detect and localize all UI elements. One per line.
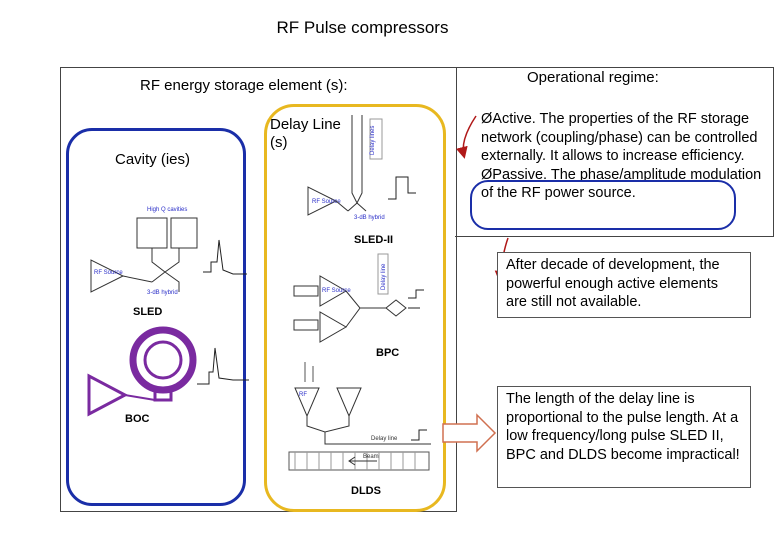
page-title: RF Pulse compressors <box>276 18 449 37</box>
dlds-label: DLDS <box>351 485 381 497</box>
storage-element-label: RF energy storage element (s): <box>140 77 348 94</box>
dlds-line-label: Delay line <box>371 436 398 442</box>
sled2-rf-source <box>307 186 338 216</box>
sled2-schematic: Delay lines RF Source 3-dB hybrid SLED-I… <box>307 115 416 245</box>
hollow-arrow <box>442 413 497 453</box>
regime-description: ØActive. The properties of the RF storag… <box>481 111 762 201</box>
sled-label: SLED <box>133 306 162 318</box>
delay-line-outline <box>264 104 446 512</box>
sled-rf-label: RF Source <box>94 270 123 276</box>
dlds-rf-label: RF <box>299 392 307 398</box>
bpc-rf-label: RF Source <box>322 288 351 294</box>
sled2-rf-label: RF Source <box>312 199 341 205</box>
bpc-line-label: Delay line <box>381 263 387 290</box>
cavity-outline <box>66 128 246 506</box>
delay-line-label: Delay Line (s) <box>270 116 341 151</box>
bpc-label: BPC <box>376 347 399 359</box>
dlds-schematic: RF Delay line Beam DLDS <box>288 362 431 497</box>
delay-length-note: The length of the delay line is proporti… <box>497 386 751 488</box>
active-elements-note: After decade of development, the powerfu… <box>497 252 751 318</box>
bpc-rf-source-2 <box>319 311 348 343</box>
regime-frame <box>455 67 774 237</box>
sled-cavity-1 <box>136 217 168 249</box>
passive-highlight-outline <box>470 180 736 230</box>
boc-ring-outer <box>129 326 197 394</box>
boc-label: BOC <box>125 413 150 425</box>
boc-rf-source <box>87 373 129 417</box>
dlds-rf-source-1 <box>294 387 320 418</box>
dlds-rf-source-2 <box>336 387 362 418</box>
sled2-hybrid-label: 3-dB hybrid <box>354 215 385 221</box>
cavity-label: Cavity (ies) <box>115 151 191 168</box>
boc-schematic: BOC <box>87 326 249 425</box>
sled-q-label: High Q cavities <box>147 207 187 213</box>
bpc-rf-source-1 <box>319 275 348 307</box>
boc-ring-inner <box>143 340 183 380</box>
bpc-schematic: Delay line RF Source BPC <box>293 253 424 359</box>
sled-schematic: High Q cavities RF Source 3-dB hybrid SL… <box>90 207 247 318</box>
sled-rf-source <box>90 259 125 293</box>
arrow-to-cavity <box>456 115 477 159</box>
sled2-line-label: Delay lines <box>370 126 376 155</box>
sled-hybrid-label: 3-dB hybrid <box>147 290 178 296</box>
sled-cavity-2 <box>170 217 198 249</box>
storage-element-frame <box>60 67 457 512</box>
dlds-beam-label: Beam <box>363 454 379 460</box>
sled2-label: SLED-II <box>354 234 393 245</box>
operational-regime-label: Operational regime: <box>527 69 659 86</box>
sled2-line-box <box>369 118 383 160</box>
